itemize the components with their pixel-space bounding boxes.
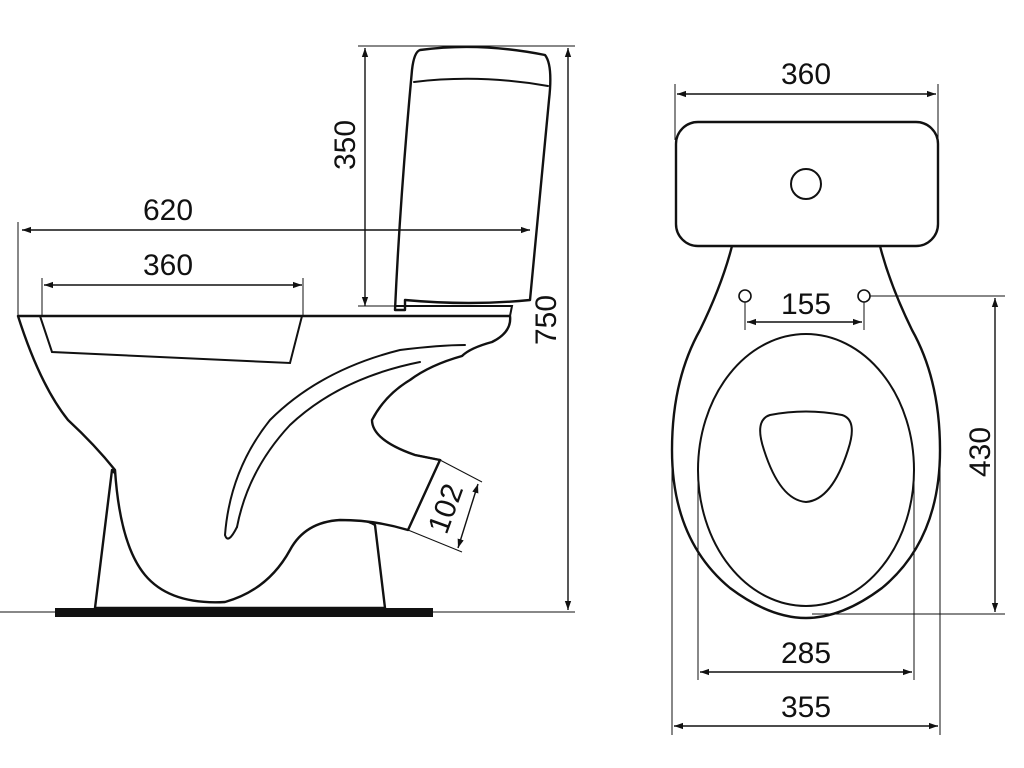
water-area [759, 410, 853, 504]
dim-text-285: 285 [781, 637, 831, 670]
hinge-hole-left [738, 289, 752, 303]
dim-text-155: 155 [781, 288, 831, 321]
dim-line-102 [457, 483, 479, 549]
dim-text-620: 620 [143, 194, 193, 227]
cistern-joint [394, 305, 514, 317]
trap-channel-inner [236, 361, 421, 528]
dim-text-360-side: 360 [143, 249, 193, 282]
cistern-tank [393, 45, 552, 312]
hinge-hole-right [857, 289, 871, 303]
trap-tip [224, 526, 238, 540]
dim-text-430: 430 [964, 427, 997, 477]
top-view: 360 155 430 285 355 [670, 58, 1005, 735]
flush-button-hole [790, 168, 822, 200]
bowl-outline-top [670, 244, 942, 620]
ext-102-top [439, 459, 483, 483]
side-view: 620 360 350 750 102 [0, 45, 575, 617]
bowl-rim-interior [39, 315, 303, 365]
dim-text-350: 350 [329, 120, 362, 170]
trap-channel [224, 344, 466, 536]
dim-text-102: 102 [422, 480, 470, 538]
dim-text-360-top: 360 [781, 58, 831, 91]
cistern-lid-line [413, 77, 549, 87]
dim-text-355: 355 [781, 691, 831, 724]
dim-text-750: 750 [530, 295, 563, 345]
ext-102-bottom [407, 529, 463, 553]
